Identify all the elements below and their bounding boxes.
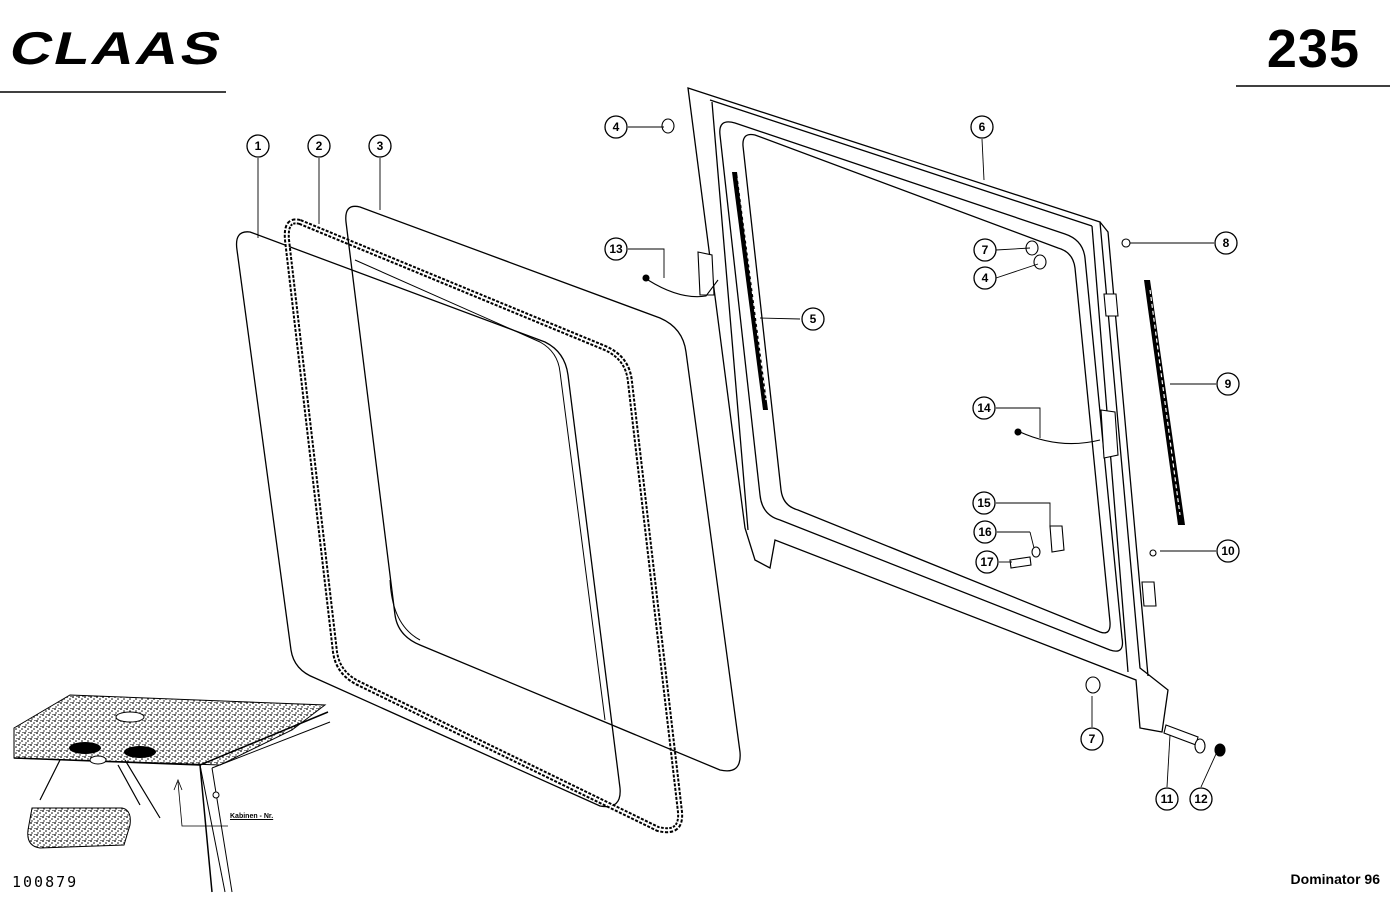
callout-3: 3 <box>368 134 392 158</box>
callout-12: 12 <box>1189 787 1213 811</box>
callout-2: 2 <box>307 134 331 158</box>
callout-14: 14 <box>972 396 996 420</box>
leader-lines <box>257 126 1217 788</box>
callout-7-upper-label: 7 <box>982 243 989 257</box>
callout-7-lower: 7 <box>1080 727 1104 751</box>
claas-logo: CLAAS <box>5 23 230 74</box>
callout-9: 9 <box>1216 372 1240 396</box>
callout-8: 8 <box>1214 231 1238 255</box>
svg-text:CLAAS: CLAAS <box>5 23 230 74</box>
callout-8-label: 8 <box>1223 236 1230 250</box>
callout-4-top: 4 <box>604 115 628 139</box>
callout-7-lower-label: 7 <box>1089 732 1096 746</box>
callout-14-label: 14 <box>977 401 991 415</box>
callout-16: 16 <box>973 520 997 544</box>
part-1-glass-pane <box>235 231 621 808</box>
callout-4-right-label: 4 <box>982 271 989 285</box>
model-name: Dominator 96 <box>1290 871 1380 887</box>
callout-15: 15 <box>972 491 996 515</box>
callout-2-label: 2 <box>316 139 323 153</box>
cab-inset-drawing <box>13 694 331 893</box>
callout-6: 6 <box>970 115 994 139</box>
page-number: 235 <box>1266 19 1360 79</box>
callout-3-label: 3 <box>377 139 384 153</box>
inset-cab-number-label: Kabinen - Nr. <box>230 813 274 820</box>
callout-11: 11 <box>1155 787 1179 811</box>
callout-5-label: 5 <box>810 312 817 326</box>
callout-5: 5 <box>801 307 825 331</box>
callout-15-label: 15 <box>977 496 991 510</box>
callout-4-top-label: 4 <box>613 120 620 134</box>
callout-1: 1 <box>246 134 270 158</box>
callout-7-upper: 7 <box>973 238 997 262</box>
callout-12-label: 12 <box>1194 792 1208 806</box>
part-9-window-channel <box>1144 280 1185 525</box>
callout-10: 10 <box>1216 539 1240 563</box>
callout-17: 17 <box>975 550 999 574</box>
callout-17-label: 17 <box>980 555 994 569</box>
callout-11-label: 11 <box>1161 792 1174 806</box>
drawing-number: 100879 <box>12 873 79 891</box>
callout-6-label: 6 <box>979 120 986 134</box>
part-3-inner-pane <box>345 205 741 772</box>
callout-9-label: 9 <box>1225 377 1232 391</box>
callout-4-right: 4 <box>973 266 997 290</box>
part-2-rubber-seal <box>283 218 684 834</box>
callout-1-label: 1 <box>255 139 262 153</box>
callout-10-label: 10 <box>1221 544 1235 558</box>
callout-13: 13 <box>604 237 628 261</box>
part-5-guide-strip <box>732 172 768 410</box>
callout-16-label: 16 <box>978 525 992 539</box>
callout-13-label: 13 <box>609 242 623 256</box>
hinges-and-hardware <box>642 118 1226 757</box>
part-6-door-frame <box>687 87 1169 733</box>
